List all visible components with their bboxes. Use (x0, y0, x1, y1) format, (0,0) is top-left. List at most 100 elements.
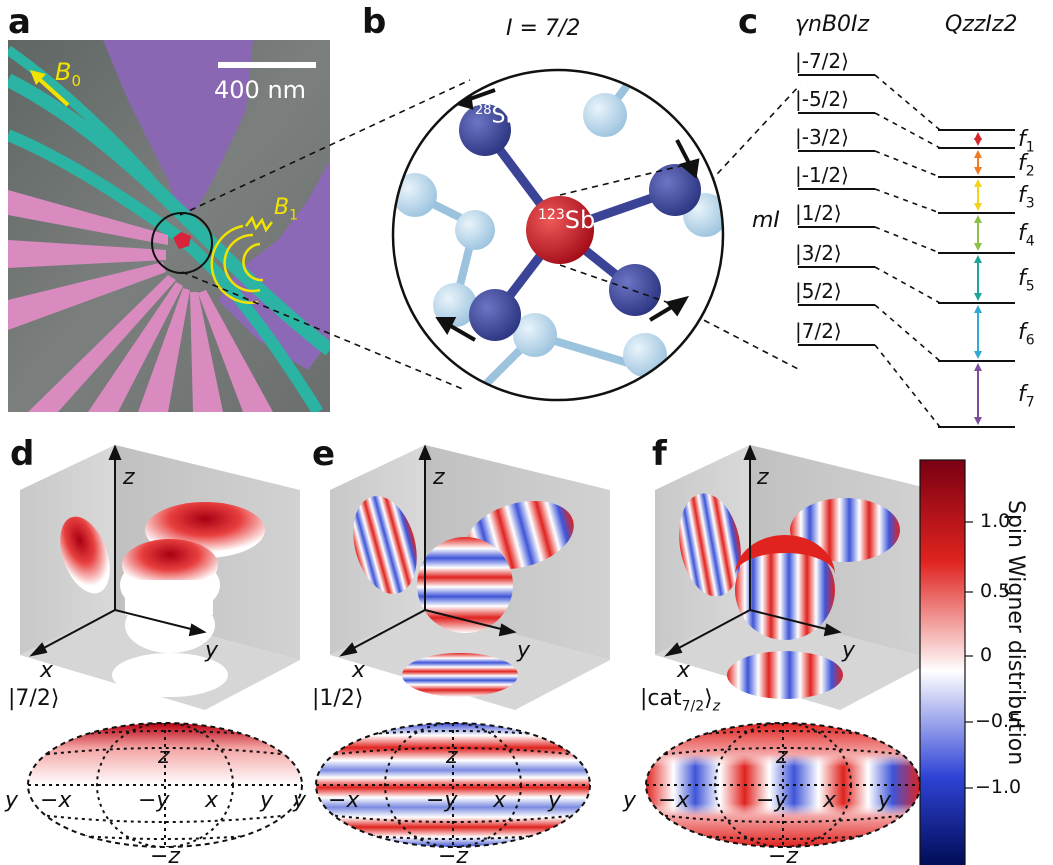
sb-label: 123Sb (538, 206, 596, 234)
top-gate (103, 40, 253, 215)
quadrupole-header: QzzIz2 (945, 12, 1018, 37)
transition-label: f5 (1018, 266, 1035, 295)
axis-y-f: y (842, 638, 856, 663)
state-label-f: |cat7/2⟩z (640, 686, 721, 715)
axis-z-f: z (757, 465, 769, 490)
map-top-label: z (776, 744, 788, 769)
colorbar (919, 459, 966, 865)
state-ket-label: |5/2⟩ (795, 279, 842, 303)
device-micrograph (8, 40, 330, 412)
level-connector (874, 304, 941, 362)
colorbar-tick-5: −1.0 (975, 776, 1022, 798)
donor-marker (173, 232, 191, 249)
map-right-label: y (548, 788, 562, 813)
map-top-label: z (446, 744, 458, 769)
map-negx-label: −x (658, 788, 690, 813)
zeeman-header: γnB0Iz (795, 12, 870, 37)
transition-label: f4 (1018, 221, 1035, 250)
map-negy-label: −y (426, 788, 458, 813)
state-ket-label: |3/2⟩ (795, 241, 842, 265)
wigner-3d-f (655, 445, 935, 710)
colorbar-tick-3: 0 (980, 644, 993, 666)
level-connector (874, 150, 941, 178)
panel-label-f: f (652, 434, 667, 474)
state-ket-label: |1/2⟩ (795, 201, 842, 225)
axis-z-d: z (123, 465, 135, 490)
map-bottom-label: −z (768, 844, 798, 865)
axis-x-f: x (677, 658, 691, 683)
axis-y-e: y (517, 638, 531, 663)
state-ket-label: |-3/2⟩ (795, 125, 849, 149)
map-left-label: y (293, 788, 307, 813)
transition-label: f1 (1018, 127, 1035, 156)
transition-label: f2 (1018, 150, 1035, 179)
scale-bar-label: 400 nm (214, 76, 307, 104)
lattice-illustration (391, 68, 725, 402)
level-connector (874, 344, 941, 428)
map-right-label: y (260, 788, 274, 813)
transition-label: f3 (1018, 183, 1035, 212)
state-ket-label: |7/2⟩ (795, 319, 842, 343)
map-x-label: x (493, 788, 507, 813)
right-gate (218, 160, 330, 370)
transition-arrow (974, 305, 982, 359)
colorbar-tick-1: 1.0 (980, 510, 1011, 532)
b0-arrow (36, 76, 70, 107)
state-label-e: |1/2⟩ (312, 686, 364, 711)
panel-label-a: a (8, 2, 31, 42)
map-top-label: z (158, 744, 170, 769)
si-label: 28Si (475, 103, 512, 129)
transition-arrow (974, 215, 982, 251)
wigner-3d-d (20, 445, 300, 710)
transition-label: f6 (1018, 320, 1035, 349)
panel-label-c: c (738, 2, 759, 42)
rf-field-arcs (210, 215, 273, 304)
zoom-circle (151, 212, 213, 274)
si-atom (459, 104, 511, 156)
state-ket-label: |-5/2⟩ (795, 87, 849, 111)
map-left-label: y (5, 788, 19, 813)
state-ket-label: |-1/2⟩ (795, 163, 849, 187)
transition-arrow (974, 150, 982, 175)
transition-arrow (974, 255, 982, 301)
map-x-label: x (205, 788, 219, 813)
b0-label: B0 (55, 58, 82, 90)
axis-z-e: z (433, 465, 445, 490)
scale-bar (218, 62, 316, 68)
axis-x-d: x (40, 658, 54, 683)
map-negy-label: −y (138, 788, 170, 813)
colorbar-tick-2: 0.5 (980, 580, 1011, 602)
hammer-map-d (27, 722, 303, 848)
level-connector (874, 226, 941, 254)
hammer-map-f (645, 722, 921, 848)
level-connector (874, 112, 941, 149)
b1-label: B1 (274, 195, 299, 224)
map-bottom-label: −z (150, 844, 180, 865)
state-label-d: |7/2⟩ (8, 686, 60, 711)
axis-x-e: x (352, 658, 366, 683)
wigner-3d-e (330, 445, 610, 710)
wigner-panels (20, 445, 973, 865)
transition-arrow (974, 363, 982, 425)
level-connector (874, 188, 941, 214)
transition-label: f7 (1018, 382, 1035, 411)
spin-title: I = 7/2 (506, 16, 581, 41)
map-left-label: y (623, 788, 637, 813)
map-negy-label: −y (756, 788, 788, 813)
map-negx-label: −x (40, 788, 72, 813)
level-connector (874, 266, 941, 304)
colorbar-tick-4: −0.5 (975, 710, 1022, 732)
map-negx-label: −x (328, 788, 360, 813)
transition-arrow (974, 179, 982, 211)
hammer-map-e (315, 722, 591, 848)
level-connector (874, 74, 941, 131)
panel-label-d: d (10, 434, 35, 474)
panel-label-e: e (312, 434, 336, 474)
axis-y-d: y (205, 638, 219, 663)
energy-level-diagram (798, 74, 1015, 428)
transition-arrow (974, 132, 982, 146)
colorbar-label: Spin Wigner distribution (1003, 500, 1028, 766)
map-x-label: x (823, 788, 837, 813)
state-ket-label: |-7/2⟩ (795, 49, 849, 73)
